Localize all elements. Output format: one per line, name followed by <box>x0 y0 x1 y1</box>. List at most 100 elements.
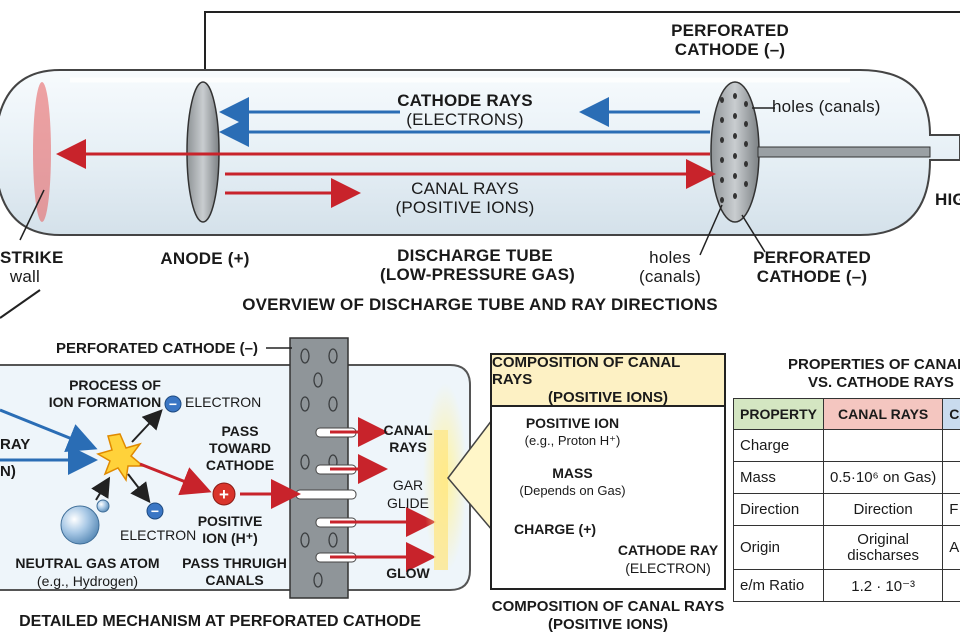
process-label-2: ION FORMATION <box>48 394 162 410</box>
table-row: Direction Direction F <box>732 493 960 526</box>
positive-ion-label-1: POSITIVE <box>197 513 263 529</box>
to-electron-top <box>131 409 163 443</box>
glide-label: GLIDE <box>386 495 429 511</box>
th-property: PROPERTY <box>732 398 825 430</box>
electron-icon-bottom-sign: − <box>151 503 159 519</box>
cathode-rod <box>757 146 931 158</box>
canal-rays-label: CANAL RAYS <box>411 179 519 198</box>
wall-label: wall <box>9 267 40 286</box>
cathode-top-label: CATHODE (–) <box>674 40 786 59</box>
cell-property: Mass <box>732 461 825 494</box>
low-pressure-label: (LOW-PRESSURE GAS) <box>380 265 575 284</box>
holes-right-label: holes (canals) <box>772 97 881 116</box>
table-row: Origin Original discharses A <box>732 525 960 570</box>
cathode-plate-top <box>710 81 760 223</box>
th-cathode-rays: CA <box>942 398 960 430</box>
cell-cathode: A <box>942 525 960 570</box>
strike-label: STRIKE <box>0 248 64 267</box>
electron-top-label: ELECTRON <box>185 394 262 410</box>
electron-icon-bottom <box>146 502 164 520</box>
holes-bottom-label: holes <box>649 248 691 267</box>
comp-depends: (Depends on Gas) <box>519 483 626 498</box>
table-row: Mass 0.5·10⁶ on Gas) <box>732 461 960 494</box>
pass-through-1: PASS THRUIGH <box>182 555 287 571</box>
cell-property: Origin <box>732 525 825 570</box>
pass-toward-2: TOWARD <box>209 440 271 456</box>
canal-rays-label-1: CANAL <box>383 422 433 438</box>
pass-through-2: CANALS <box>205 572 264 588</box>
cathode-rays-label: CATHODE RAYS <box>397 91 533 110</box>
perforated-leader-bottom <box>741 214 766 253</box>
incoming-ray-1 <box>0 408 98 452</box>
comp-positive-ion: POSITIVE ION <box>525 415 620 431</box>
perforated-top-label: PERFORATED <box>671 21 789 40</box>
cell-cathode: F <box>942 493 960 526</box>
cell-property: Charge <box>732 429 825 462</box>
ray-label: RAY <box>0 436 31 453</box>
comp-cathode-ray: CATHODE RAY <box>617 542 719 558</box>
glow-bar <box>434 430 448 570</box>
cell-canal-line-2: discharses <box>847 546 919 564</box>
positive-ion-label-2: ION (H⁺) <box>202 530 258 546</box>
neutral-atom-icon <box>60 505 100 545</box>
composition-header-1: COMPOSITION OF CANAL RAYS <box>492 354 681 389</box>
cell-property: Direction <box>732 493 825 526</box>
canal-rays-label-2: RAYS <box>389 439 427 455</box>
composition-header-2: (POSITIVE IONS) <box>547 388 668 406</box>
electron-icon-top <box>164 395 182 413</box>
comp-caption-2: (POSITIVE IONS) <box>547 616 668 633</box>
from-atom <box>91 476 111 501</box>
ray-paren-label: N) <box>0 463 16 480</box>
comp-proton: (e.g., Proton H⁺) <box>524 433 621 448</box>
comp-caption-1: COMPOSITION OF CANAL RAYS <box>491 598 725 615</box>
anode-label: ANODE (+) <box>160 249 250 268</box>
properties-title: PROPERTIES OF CANAL I VS. CATHODE RAYS <box>760 356 960 392</box>
positive-ion-icon <box>212 482 236 506</box>
cell-cathode <box>942 429 960 462</box>
electron-bottom-label: ELECTRON <box>120 527 197 543</box>
comp-charge: CHARGE (+) <box>513 521 597 537</box>
process-label-1: PROCESS OF <box>69 377 161 393</box>
neutral-atom-electron <box>96 499 110 513</box>
anode-plate <box>186 81 220 223</box>
pass-toward-3: CATHODE <box>205 457 275 473</box>
high-voltage-label: HIG <box>935 190 960 209</box>
electron-icon-top-sign: − <box>169 396 177 412</box>
perforated-bottom-label: PERFORATED <box>753 248 871 267</box>
comp-mass: MASS <box>552 465 593 481</box>
mechanism-title: DETAILED MECHANISM AT PERFORATED CATHODE <box>19 613 421 630</box>
cell-canal: 0.5·10⁶ on Gas) <box>823 461 944 494</box>
table-row: Charge <box>732 429 960 462</box>
to-electron-bottom <box>127 473 151 504</box>
cell-canal-line-1: Original <box>857 530 909 548</box>
cell-property: e/m Ratio <box>732 569 825 602</box>
cell-cathode <box>942 461 960 494</box>
cathode-holes <box>720 93 748 203</box>
gar-label: GAR <box>392 477 424 493</box>
cell-canal <box>823 429 944 462</box>
cell-cathode <box>942 569 960 602</box>
collision-star <box>96 433 146 483</box>
cathode-bottom-label: CATHODE (–) <box>756 267 868 286</box>
neutral-atom-label-2: (e.g., Hydrogen) <box>36 573 139 589</box>
cell-canal: 1.2 · 10⁻³ <box>823 569 944 602</box>
wire-left <box>0 289 41 319</box>
perforated-cathode-label: PERFORATED CATHODE (–) <box>56 340 258 357</box>
electrons-label: (ELECTRONS) <box>406 110 524 129</box>
table-header-row: PROPERTY CANAL RAYS CA <box>732 398 960 430</box>
cell-canal: Original discharses <box>823 525 944 570</box>
th-canal-rays: CANAL RAYS <box>823 398 944 430</box>
canals-bottom-label: (canals) <box>638 267 702 286</box>
positive-ions-label: (POSITIVE IONS) <box>395 198 535 217</box>
cell-canal: Direction <box>823 493 944 526</box>
properties-title-1: PROPERTIES OF CANAL I <box>788 356 960 373</box>
discharge-tube-label: DISCHARGE TUBE <box>397 246 553 265</box>
comp-electron: (ELECTRON) <box>625 560 711 576</box>
holes-leader-bottom <box>699 204 723 256</box>
wire-top <box>204 11 960 90</box>
properties-table: PROPERTY CANAL RAYS CA Charge Mass 0.5·1… <box>732 398 960 602</box>
neutral-atom-label-1: NEUTRAL GAS ATOM <box>15 555 160 571</box>
composition-header: COMPOSITION OF CANAL RAYS (POSITIVE IONS… <box>492 354 724 407</box>
